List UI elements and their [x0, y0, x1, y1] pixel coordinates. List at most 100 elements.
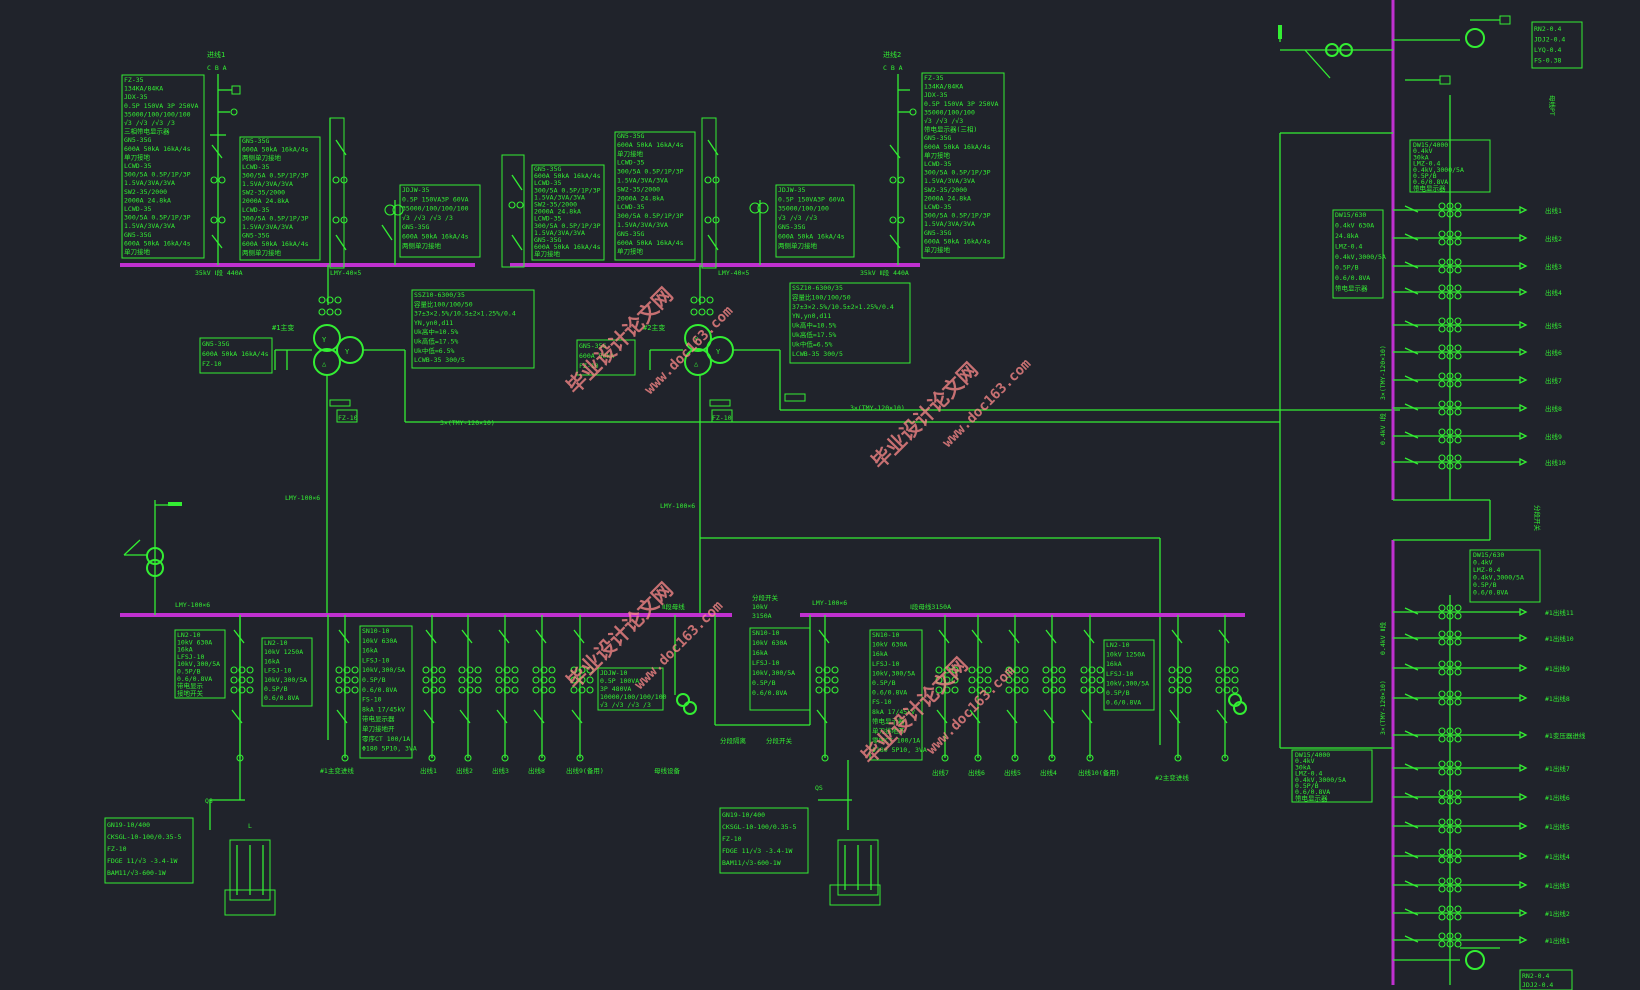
ct-coil	[1058, 666, 1066, 674]
lv-out-label: 出线1	[1545, 206, 1562, 215]
lv-ct	[1454, 462, 1462, 470]
f3-line: 带电显示器	[362, 714, 395, 723]
ct-coil	[238, 686, 246, 694]
bridge-right-label: 分段开关	[766, 736, 793, 745]
ct-coil	[351, 686, 359, 694]
gn_left-line: 600A 50kA 16kA/4s	[202, 350, 269, 358]
ct-coil	[474, 666, 482, 674]
ct-coil	[511, 666, 519, 674]
ct-coil	[1042, 666, 1050, 674]
lv-ct	[1454, 727, 1462, 735]
lv_v2-line: LMZ-0.4	[1473, 566, 1500, 574]
svg-text:Y: Y	[694, 336, 699, 344]
lv-out-label: 出线4	[1545, 288, 1562, 297]
tr1-line: Uk高中=10.5%	[414, 327, 458, 336]
lv-ct	[1454, 905, 1462, 913]
lv-ct	[1454, 604, 1462, 612]
ct-coil	[1042, 676, 1050, 684]
ct-coil	[570, 666, 578, 674]
in1-line: 单刀接地	[124, 152, 151, 161]
f6-line: SN10-10	[872, 631, 899, 639]
mid-line: 2000A 24.8kA	[534, 208, 581, 216]
lv-ct	[1454, 848, 1462, 856]
incoming-1-phases: C B A	[207, 64, 227, 72]
lv-ct	[1438, 436, 1446, 444]
lv-out-label: #1变压器进线	[1545, 731, 1586, 740]
lv-out-label: #1出线2	[1545, 909, 1570, 918]
lv-out-label: 出线6	[1545, 348, 1562, 357]
f2-line: 16kA	[264, 657, 280, 665]
tr1-line: LCWB-35 300/5	[414, 356, 465, 364]
pt2-line: 600A 50kA 16kA/4s	[778, 233, 845, 241]
feeder-caption: 出线1	[420, 766, 437, 775]
in1b-line: 2000A 24.8kA	[242, 197, 289, 205]
lv-ct	[1438, 344, 1446, 352]
ct-coil	[586, 676, 594, 684]
bus-35kv-2-label: 35kV Ⅱ段 440A	[860, 268, 909, 277]
f1-line: 10kV 630A	[177, 638, 212, 646]
ct-coil	[1058, 676, 1066, 684]
f3-line: 8kA 17/45kV	[362, 705, 405, 713]
ct-coil	[532, 666, 540, 674]
feeder-earth	[1006, 709, 1018, 724]
lv-ct	[1438, 638, 1446, 646]
lv-switch	[1404, 607, 1419, 615]
mid2-line: 1.5VA/3VA/3VA	[617, 177, 668, 185]
lv-out-label: 出线5	[1545, 321, 1562, 330]
tr1-line: YN,yn0,d11	[414, 319, 453, 327]
lv-out-label: #1出线3	[1545, 881, 1570, 890]
in1-line: FZ-35	[124, 76, 144, 84]
pt1-line: 两侧单刀接地	[402, 241, 442, 250]
feeder-caption: 出线2	[456, 766, 473, 775]
lv-ct	[1438, 760, 1446, 768]
tr2-line: YN,yn0,d11	[792, 312, 831, 320]
ct-coil	[1042, 686, 1050, 694]
ct-coil	[532, 676, 540, 684]
feeder-switch	[1083, 629, 1095, 644]
ct-coil	[1168, 676, 1176, 684]
lv-ct	[1454, 400, 1462, 408]
lv-ct	[1438, 826, 1446, 834]
lv_v3-line: 0.4kV	[1295, 757, 1315, 765]
ct-coil	[430, 686, 438, 694]
feeder-caption: 母线设备	[654, 766, 681, 775]
lv-ct	[1454, 230, 1462, 238]
in1-line: 2000A 24.8kA	[124, 196, 171, 204]
f1-line: LN2-10	[177, 631, 201, 639]
ct-coil	[458, 666, 466, 674]
in2-line: 单刀接地	[924, 245, 951, 254]
f7-line: LFSJ-10	[1106, 670, 1133, 678]
f6-line: 单刀接地开	[872, 726, 905, 735]
lv-switch	[1404, 457, 1419, 465]
lv-switch	[1404, 763, 1419, 771]
in2-line: 134KA/84KA	[924, 83, 963, 91]
mid2-line: 单刀接地	[617, 149, 644, 158]
ct-coil	[503, 676, 511, 684]
lv-ct	[1438, 258, 1446, 266]
ct-coil	[586, 686, 594, 694]
feeder-earth	[1043, 709, 1055, 724]
feeder-caption: 出线5	[1004, 768, 1021, 777]
lv-incomer-links	[1279, 132, 1393, 749]
feeder-earth	[969, 709, 981, 724]
capacitor-bank-2: QS GN19-10/400CKSGL-10-100/0.35-5FZ-10FD…	[719, 760, 881, 906]
svg-text:△: △	[322, 360, 327, 368]
lv-arrow	[1519, 375, 1528, 385]
ct-coil	[466, 676, 474, 684]
f3-line: SN10-10	[362, 627, 389, 635]
ct-coil	[458, 686, 466, 694]
mid-line: 300/5A 0.5P/1P/3P	[534, 186, 601, 194]
ct-coil	[935, 666, 943, 674]
ct-coil	[968, 686, 976, 694]
lv-ct	[1438, 848, 1446, 856]
gn_left-line: FZ-10	[202, 360, 222, 368]
bus-35kv-1-label: 35kV Ⅰ段 440A	[195, 268, 243, 277]
lv-arrow	[1519, 908, 1528, 918]
ct-coil	[1005, 666, 1013, 674]
lv-ct	[1454, 690, 1462, 698]
transformer-2: Y Y △	[649, 265, 1400, 745]
ct-coil	[230, 686, 238, 694]
